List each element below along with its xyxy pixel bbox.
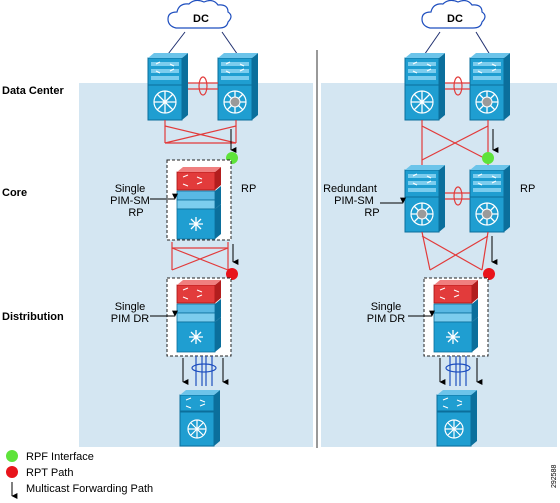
left-dc-core-links bbox=[164, 120, 237, 144]
figure-id: 292588 bbox=[551, 465, 558, 488]
right-dist-label-2: PIM DR bbox=[367, 313, 406, 325]
right-core-label-3: RP bbox=[364, 207, 379, 219]
row-label-distribution: Distribution bbox=[2, 311, 64, 323]
left-dc-switch-1 bbox=[147, 52, 189, 121]
legend-mcast-label: Multicast Forwarding Path bbox=[26, 483, 153, 495]
legend: RPF Interface RPT Path Multicast Forward… bbox=[6, 450, 153, 499]
right-core-switch-2 bbox=[470, 165, 510, 232]
left-dc-peer-link bbox=[188, 76, 218, 96]
legend-rpf-label: RPF Interface bbox=[26, 451, 94, 463]
left-access-switch bbox=[179, 389, 221, 447]
right-dc-switch-2 bbox=[470, 53, 510, 120]
left-dist-label-1: Single bbox=[115, 301, 146, 313]
right-dc-switch-1 bbox=[404, 52, 446, 121]
right-core-rp: RP bbox=[520, 183, 535, 195]
legend-rpt-label: RPT Path bbox=[26, 467, 74, 479]
right-access-switch bbox=[436, 389, 478, 447]
right-rpt-path bbox=[483, 268, 495, 280]
right-dist-access-links bbox=[445, 356, 471, 386]
right-core-label-2: PIM-SM bbox=[334, 195, 374, 207]
left-dist-access-links bbox=[191, 356, 217, 386]
left-core-label-3: RP bbox=[128, 207, 143, 219]
left-core-rp: RP bbox=[241, 183, 256, 195]
left-core-switch bbox=[176, 166, 222, 240]
left-cloud-label: DC bbox=[193, 13, 209, 25]
right-core-peer-link bbox=[445, 186, 470, 206]
left-dc-switch-2 bbox=[218, 53, 258, 120]
left-core-label-1: Single bbox=[115, 183, 146, 195]
right-dc-peer-link bbox=[445, 76, 470, 96]
right-dc-cloud: DC bbox=[421, 0, 486, 29]
right-core-label-1: Redundant bbox=[323, 183, 377, 195]
right-dist-label-1: Single bbox=[371, 301, 402, 313]
legend-rpt-swatch bbox=[6, 466, 18, 478]
row-label-data-center: Data Center bbox=[2, 85, 64, 97]
left-dc-cloud: DC bbox=[167, 0, 232, 29]
right-core-switch-1 bbox=[405, 165, 445, 232]
right-core-dist-links bbox=[421, 231, 489, 271]
right-cloud-label: DC bbox=[447, 13, 463, 25]
left-panel-background bbox=[79, 83, 313, 447]
left-core-label-2: PIM-SM bbox=[110, 195, 150, 207]
right-dist-switch bbox=[433, 279, 479, 353]
left-dist-switch bbox=[176, 279, 222, 353]
left-dist-label-2: PIM DR bbox=[111, 313, 150, 325]
right-rpf-interface bbox=[482, 152, 494, 164]
row-label-core: Core bbox=[2, 187, 27, 199]
left-rpt-path bbox=[226, 268, 238, 280]
left-core-dist-links bbox=[171, 242, 229, 271]
legend-rpf-swatch bbox=[6, 450, 18, 462]
